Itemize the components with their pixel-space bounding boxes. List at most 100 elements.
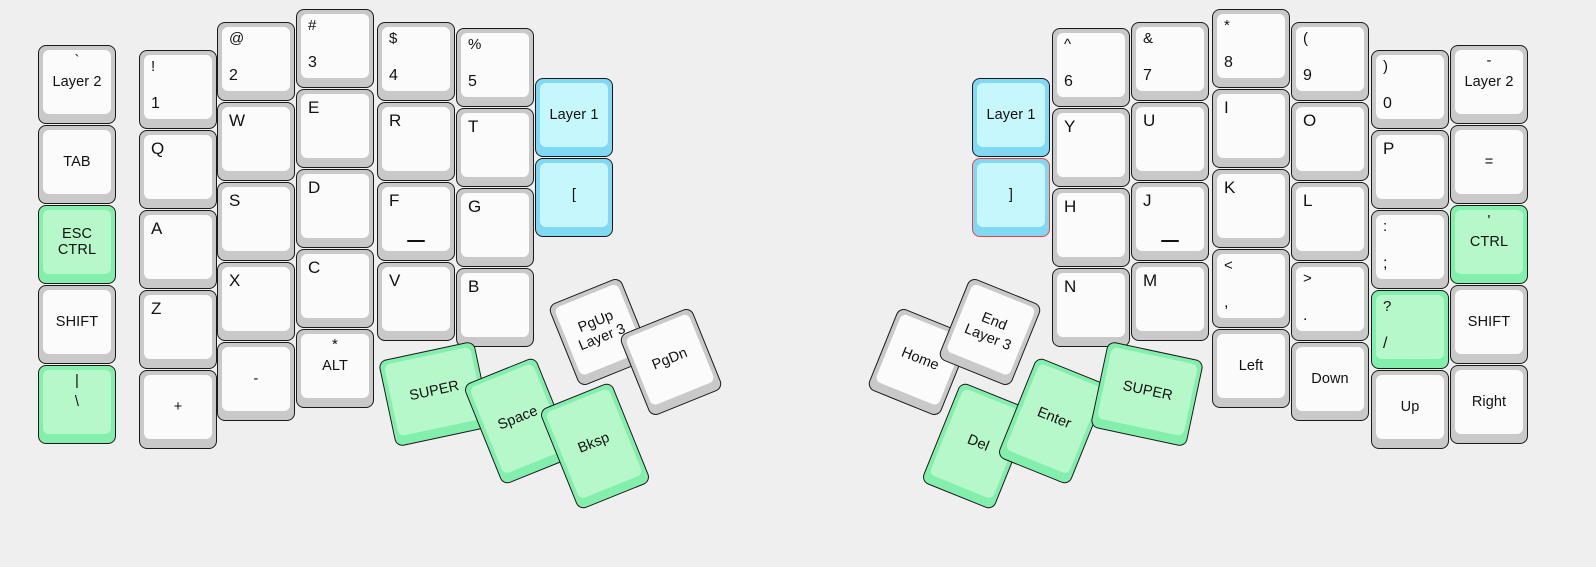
- key-r-c4-r5[interactable]: Left: [1212, 329, 1290, 408]
- keycap-face: K: [1217, 174, 1285, 238]
- key-r-c6-r1[interactable]: )0: [1371, 50, 1449, 129]
- key-l-c4-r3[interactable]: D: [296, 169, 374, 248]
- key-r-c7-r4[interactable]: SHIFT: [1450, 285, 1528, 364]
- key-legend: Layer 1: [986, 106, 1036, 123]
- keycap-face: Layer 1: [977, 83, 1045, 147]
- key-base-legend: 7: [1143, 67, 1152, 85]
- keycap-face: D: [301, 174, 369, 238]
- key-l-c2-r5[interactable]: +: [139, 370, 217, 449]
- keycap-face: Enter: [1004, 362, 1103, 475]
- key-r-c7-r5[interactable]: Right: [1450, 365, 1528, 444]
- key-l-c6-r2[interactable]: T: [456, 108, 534, 187]
- key-l-c2-r4[interactable]: Z: [139, 290, 217, 369]
- key-l-c7-r2[interactable]: [: [535, 158, 613, 237]
- key-l-c2-r2[interactable]: Q: [139, 130, 217, 209]
- key-l-c4-r1[interactable]: #3: [296, 9, 374, 88]
- key-l-c7-r1[interactable]: Layer 1: [535, 78, 613, 157]
- key-r-c1-r2[interactable]: ]: [972, 158, 1050, 237]
- key-l-c4-r4[interactable]: C: [296, 249, 374, 328]
- key-legend: PgDn: [650, 345, 691, 374]
- key-l-c1-r1[interactable]: `Layer 2: [38, 45, 116, 124]
- key-shift-legend: #: [308, 17, 317, 34]
- key-r-c5-r2[interactable]: O: [1291, 102, 1369, 181]
- key-shift-legend: *: [332, 336, 338, 353]
- key-l-c3-r1[interactable]: @2: [217, 22, 295, 101]
- key-r-c4-r1[interactable]: *8: [1212, 9, 1290, 88]
- key-r-c5-r4[interactable]: >.: [1291, 262, 1369, 341]
- key-l-c2-r3[interactable]: A: [139, 210, 217, 289]
- key-l-c4-r2[interactable]: E: [296, 89, 374, 168]
- key-legend: SHIFT: [55, 313, 99, 330]
- key-l-c1-r2[interactable]: TAB: [38, 125, 116, 204]
- key-r-c6-r2[interactable]: P: [1371, 130, 1449, 209]
- key-legend-line-2: CTRL: [57, 242, 97, 258]
- key-r-c7-r1[interactable]: - Layer 2: [1450, 45, 1528, 124]
- key-shift-legend: %: [468, 36, 482, 53]
- key-shift-legend: !: [151, 58, 156, 75]
- key-l-c6-r1[interactable]: %5: [456, 28, 534, 107]
- key-r-c7-r2[interactable]: =: [1450, 125, 1528, 204]
- key-l-c4-r5[interactable]: *ALT: [296, 329, 374, 408]
- key-l-c1-r5[interactable]: |\: [38, 365, 116, 444]
- keycap-face: !1: [144, 55, 212, 119]
- key-base-legend: \: [74, 393, 80, 410]
- key-l-c5-r3[interactable]: F: [377, 182, 455, 261]
- key-r-c2-r4[interactable]: N: [1052, 268, 1130, 347]
- key-r-c2-r3[interactable]: H: [1052, 188, 1130, 267]
- key-base-legend: /: [1383, 335, 1388, 353]
- key-r-c5-r3[interactable]: L: [1291, 182, 1369, 261]
- key-l-c6-r3[interactable]: G: [456, 188, 534, 267]
- keycap-face: *ALT: [301, 334, 369, 398]
- key-l-c3-r2[interactable]: W: [217, 102, 295, 181]
- keycap-face: (9: [1296, 27, 1364, 91]
- key-r-c4-r2[interactable]: I: [1212, 89, 1290, 168]
- key-r-c3-r4[interactable]: M: [1131, 262, 1209, 341]
- key-l-c6-r4[interactable]: B: [456, 268, 534, 347]
- key-l-c5-r2[interactable]: R: [377, 102, 455, 181]
- key-l-c3-r4[interactable]: X: [217, 262, 295, 341]
- key-l-c5-r4[interactable]: V: [377, 262, 455, 341]
- key-l-c5-r1[interactable]: $4: [377, 22, 455, 101]
- keycap-face: Y: [1057, 113, 1125, 177]
- key-l-c3-r5[interactable]: -: [217, 342, 295, 421]
- key-base-legend: Layer 2: [1464, 73, 1514, 90]
- key-r-c4-r3[interactable]: K: [1212, 169, 1290, 248]
- keycap-face: F: [382, 187, 450, 251]
- key-r-c6-r4[interactable]: ?/: [1371, 290, 1449, 369]
- key-legend: SUPER: [408, 378, 461, 405]
- key-legend: Right: [1471, 393, 1507, 410]
- key-legend-line-1: ESC: [61, 225, 93, 242]
- key-shift-legend: >: [1303, 270, 1312, 287]
- keycap-face: PgDn: [624, 313, 716, 407]
- key-r-c3-r2[interactable]: U: [1131, 102, 1209, 181]
- key-l-c2-r1[interactable]: !1: [139, 50, 217, 129]
- key-r-c2-r1[interactable]: ^6: [1052, 28, 1130, 107]
- key-r-c6-r5[interactable]: Up: [1371, 370, 1449, 449]
- key-l-c1-r4[interactable]: SHIFT: [38, 285, 116, 364]
- key-r-c5-r1[interactable]: (9: [1291, 22, 1369, 101]
- key-r-c2-r2[interactable]: Y: [1052, 108, 1130, 187]
- keycap-face: $4: [382, 27, 450, 91]
- key-r-c6-r3[interactable]: :;: [1371, 210, 1449, 289]
- key-r-t5[interactable]: SUPER: [1089, 340, 1205, 448]
- key-r-c1-r1[interactable]: Layer 1: [972, 78, 1050, 157]
- key-base-legend: R: [389, 111, 402, 130]
- keycap-face: Up: [1376, 375, 1444, 439]
- key-l-t5[interactable]: Bksp: [538, 381, 652, 511]
- key-r-c5-r5[interactable]: Down: [1291, 342, 1369, 421]
- key-l-c3-r3[interactable]: S: [217, 182, 295, 261]
- key-r-c4-r4[interactable]: <,: [1212, 249, 1290, 328]
- key-shift-legend: ^: [1064, 36, 1072, 53]
- homing-bar-icon: [407, 240, 425, 242]
- key-r-c3-r3[interactable]: J: [1131, 182, 1209, 261]
- key-r-c7-r3[interactable]: 'CTRL: [1450, 205, 1528, 284]
- key-base-legend: ,: [1224, 294, 1229, 312]
- key-r-c3-r1[interactable]: &7: [1131, 22, 1209, 101]
- key-shift-legend: -: [1486, 52, 1492, 69]
- key-base-legend: P: [1383, 139, 1395, 158]
- key-shift-legend: @: [229, 30, 245, 47]
- keycap-face: S: [222, 187, 290, 251]
- keycap-face: Right: [1455, 370, 1523, 434]
- key-base-legend: D: [308, 178, 321, 197]
